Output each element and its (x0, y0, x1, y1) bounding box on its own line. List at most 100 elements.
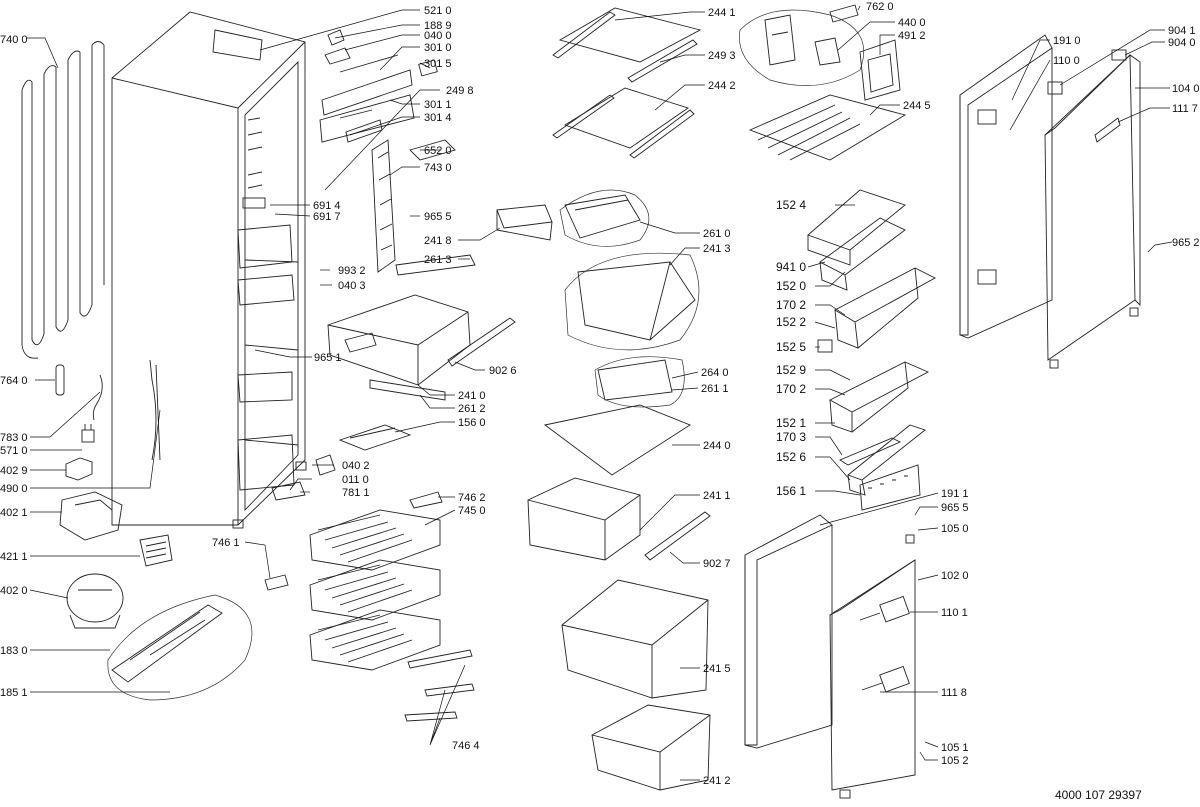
leader-lines (27, 5, 1173, 781)
label-152-0: 152 0 (776, 279, 806, 293)
label-011-0: 011 0 (342, 474, 369, 486)
freezer-module-drawing (748, 4, 907, 161)
label-261-2: 261 2 (458, 403, 486, 415)
label-904-1: 904 1 (1168, 25, 1196, 37)
glass-shelves-drawing (552, 7, 702, 159)
label-965-5-top: 965 5 (424, 211, 452, 223)
label-170-2-a: 170 2 (776, 298, 806, 312)
label-521-0: 521 0 (424, 5, 452, 17)
label-241-8: 241 8 (424, 235, 452, 247)
label-652-0: 652 0 (424, 145, 452, 157)
label-740-0: 740 0 (0, 34, 28, 46)
label-402-9: 402 9 (0, 465, 28, 477)
label-301-5: 301 5 (424, 58, 452, 70)
label-040-3: 040 3 (338, 280, 366, 292)
door-shelves-drawing (807, 189, 936, 511)
label-762-0: 762 0 (866, 1, 894, 13)
label-902-7: 902 7 (703, 558, 731, 570)
label-188-9: 188 9 (424, 20, 452, 32)
label-491-2: 491 2 (898, 30, 926, 42)
label-105-1: 105 1 (941, 742, 969, 754)
label-743-0: 743 0 (424, 162, 452, 174)
group-outlines-drawing (107, 9, 865, 701)
label-105-2: 105 2 (941, 755, 969, 767)
air-duct-drawing (371, 139, 456, 273)
label-571-0: 571 0 (0, 445, 28, 457)
label-249-3: 249 3 (708, 50, 736, 62)
label-764-0: 764 0 (0, 375, 28, 387)
label-490-0: 490 0 (0, 483, 28, 495)
label-111-8: 111 8 (941, 687, 967, 699)
cabinet-drawing (111, 11, 307, 529)
drawing-code: 4000 107 29397 (1055, 788, 1142, 802)
label-402-0: 402 0 (0, 585, 28, 597)
label-965-5-door: 965 5 (941, 502, 969, 514)
label-241-2: 241 2 (703, 775, 731, 787)
label-691-7: 691 7 (313, 211, 341, 223)
freezer-door-drawing (744, 514, 916, 799)
label-301-4: 301 4 (424, 112, 452, 124)
control-panel-drawing (319, 29, 438, 143)
label-110-0: 110 0 (1053, 55, 1080, 67)
fridge-door-drawing (959, 34, 1141, 369)
label-691-4: 691 4 (313, 200, 341, 212)
label-104-0: 104 0 (1172, 83, 1200, 95)
label-152-1: 152 1 (776, 416, 806, 430)
label-191-0: 191 0 (1053, 35, 1081, 47)
label-244-5: 244 5 (903, 100, 931, 112)
label-040-0: 040 0 (424, 30, 452, 42)
label-152-2: 152 2 (776, 315, 806, 329)
label-261-0: 261 0 (703, 228, 731, 240)
label-156-0: 156 0 (458, 417, 486, 429)
label-241-1: 241 1 (703, 490, 731, 502)
label-185-1: 185 1 (0, 687, 28, 699)
label-105-0: 105 0 (941, 523, 969, 535)
label-183-0: 183 0 (0, 645, 28, 657)
condenser-coil-drawing (21, 41, 105, 359)
wire-shelves-drawing (264, 491, 475, 722)
label-261-1: 261 1 (701, 383, 729, 395)
label-421-1: 421 1 (0, 551, 28, 563)
label-152-4: 152 4 (776, 198, 806, 212)
label-244-1: 244 1 (708, 7, 736, 19)
label-902-6: 902 6 (489, 365, 517, 377)
label-904-0: 904 0 (1168, 37, 1196, 49)
label-402-1: 402 1 (0, 507, 28, 519)
label-249-8: 249 8 (446, 85, 474, 97)
label-170-3: 170 3 (776, 430, 806, 444)
label-301-1: 301 1 (424, 99, 452, 111)
label-301-0: 301 0 (424, 42, 452, 54)
label-241-0: 241 0 (458, 390, 486, 402)
label-152-6: 152 6 (776, 450, 806, 464)
label-440-0: 440 0 (898, 17, 926, 29)
label-244-0: 244 0 (703, 440, 731, 452)
label-965-2: 965 2 (1172, 237, 1200, 249)
label-152-9: 152 9 (776, 363, 806, 377)
label-111-7: 111 7 (1172, 103, 1198, 115)
label-152-5: 152 5 (776, 340, 806, 354)
label-261-3: 261 3 (424, 254, 452, 266)
label-244-2: 244 2 (708, 80, 736, 92)
left-small-parts-drawing (55, 364, 223, 683)
label-156-1: 156 1 (776, 484, 806, 498)
crisper-drawers-drawing (527, 194, 711, 791)
label-941-0: 941 0 (776, 260, 806, 274)
label-191-1: 191 1 (941, 488, 969, 500)
label-746-2: 746 2 (458, 492, 486, 504)
freezer-drawer-drawing (271, 204, 553, 501)
label-965-1: 965 1 (314, 352, 342, 364)
label-745-0: 745 0 (458, 505, 486, 517)
label-110-1: 110 1 (941, 607, 968, 619)
label-993-2: 993 2 (338, 265, 366, 277)
label-746-4: 746 4 (452, 740, 480, 752)
label-241-5: 241 5 (703, 663, 731, 675)
label-264-0: 264 0 (701, 367, 729, 379)
label-170-2-b: 170 2 (776, 382, 806, 396)
label-746-1: 746 1 (212, 537, 240, 549)
label-241-3: 241 3 (703, 243, 731, 255)
label-781-1: 781 1 (342, 487, 370, 499)
label-102-0: 102 0 (941, 570, 969, 582)
label-783-0: 783 0 (0, 432, 28, 444)
